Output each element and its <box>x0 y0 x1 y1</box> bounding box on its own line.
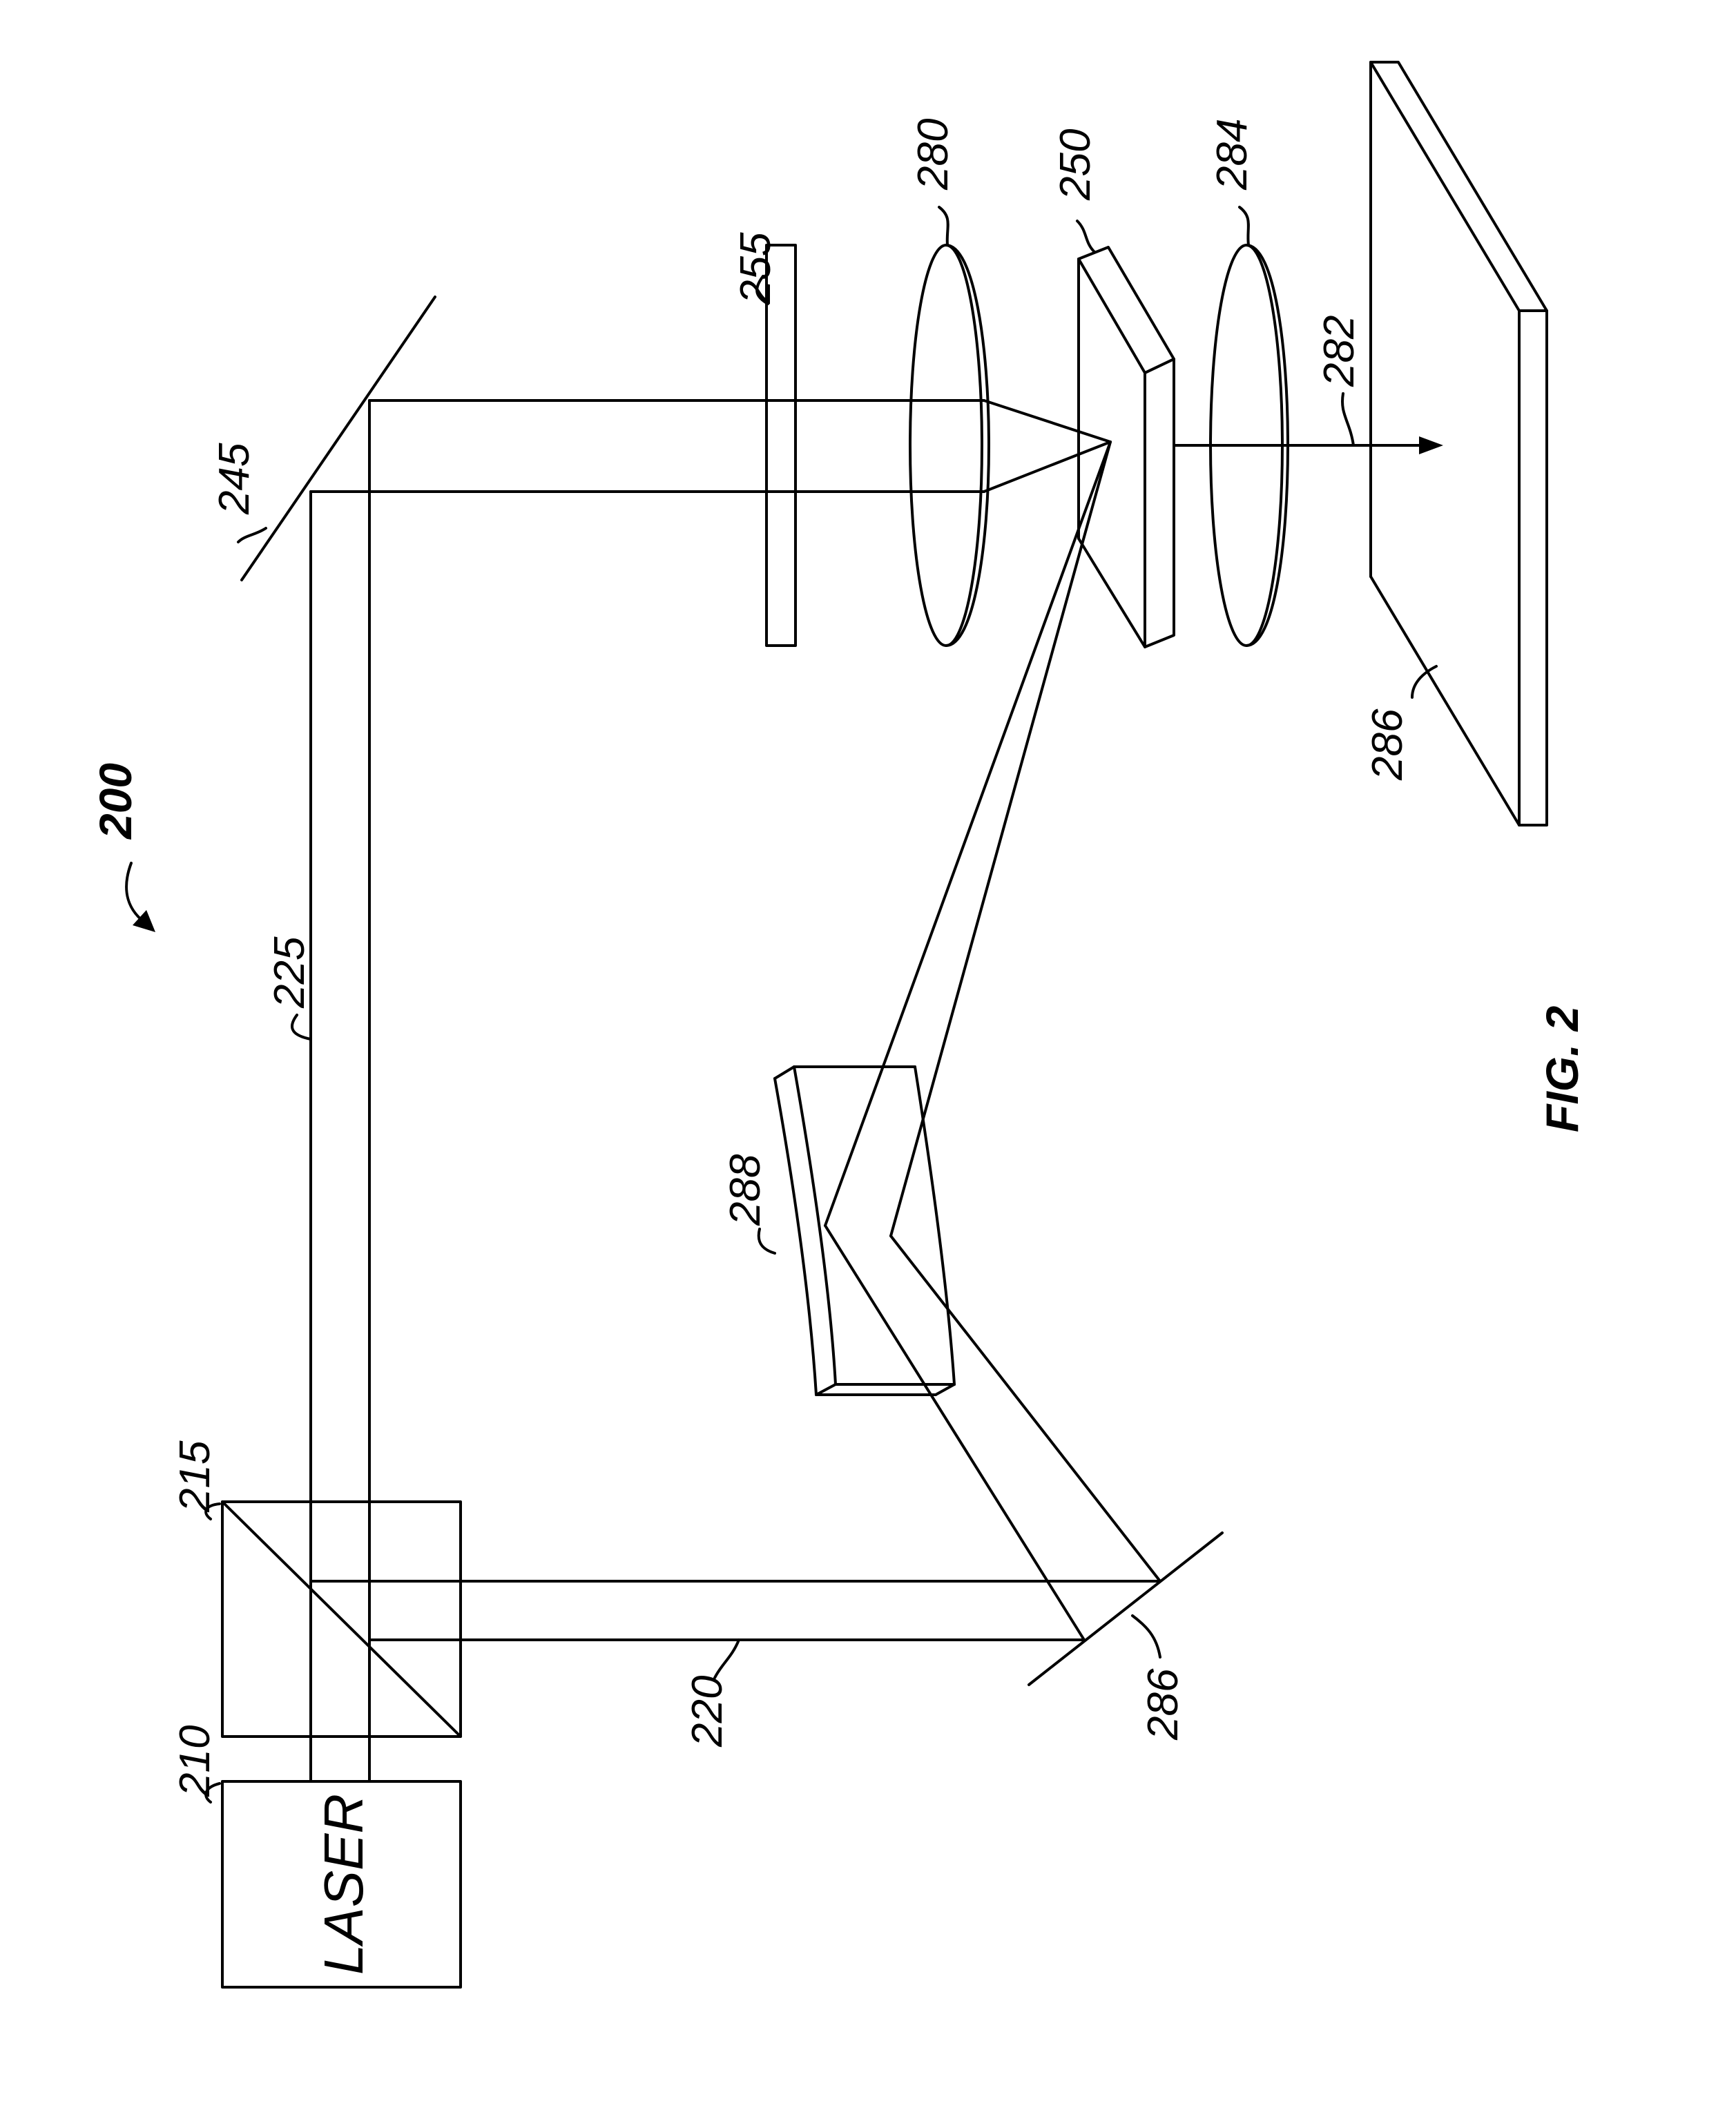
leader-280 <box>939 207 948 245</box>
mirror-245 <box>242 297 435 580</box>
leader-245 <box>238 528 266 542</box>
beam-splitter <box>222 1502 461 1737</box>
ref-284: 284 <box>1208 119 1256 191</box>
ref-215: 215 <box>171 1440 219 1513</box>
leader-250 <box>1077 221 1094 252</box>
beam-to-288 <box>825 1226 1160 1640</box>
sample-250 <box>1079 247 1174 647</box>
ref-255: 255 <box>732 232 780 304</box>
leader-288 <box>759 1229 775 1253</box>
output-arrow-282 <box>1174 436 1443 454</box>
beam-225 <box>311 400 369 1781</box>
leader-220 <box>715 1640 739 1678</box>
ref-286-upper: 286 <box>1364 708 1411 781</box>
ref-280: 280 <box>909 119 957 191</box>
ref-286-lower: 286 <box>1139 1668 1187 1741</box>
mirror-286-lower <box>1029 1533 1222 1685</box>
ref-225: 225 <box>266 936 314 1009</box>
leader-282 <box>1342 394 1353 445</box>
beam-to-sample <box>825 442 1110 1236</box>
beam-245-to-sample <box>311 400 1110 492</box>
laser-label: LASER <box>313 1794 374 1975</box>
laser-box: LASER <box>222 1781 461 1987</box>
ref-210: 210 <box>171 1725 219 1797</box>
leader-286-lower <box>1132 1616 1160 1657</box>
ref-245: 245 <box>211 443 258 515</box>
ref-250: 250 <box>1052 129 1099 201</box>
ref-288: 288 <box>722 1154 769 1226</box>
lens-280 <box>910 245 989 646</box>
leader-284 <box>1240 207 1248 245</box>
figure-caption: FIG. 2 <box>1536 1005 1588 1132</box>
plate-255 <box>766 245 795 646</box>
ref-200: 200 <box>90 763 141 840</box>
ref-282: 282 <box>1315 316 1363 387</box>
figure-ref-200: 200 <box>90 763 155 932</box>
leader-225 <box>292 1015 311 1039</box>
beam-220 <box>311 1581 1160 1640</box>
ref-220: 220 <box>684 1676 731 1748</box>
